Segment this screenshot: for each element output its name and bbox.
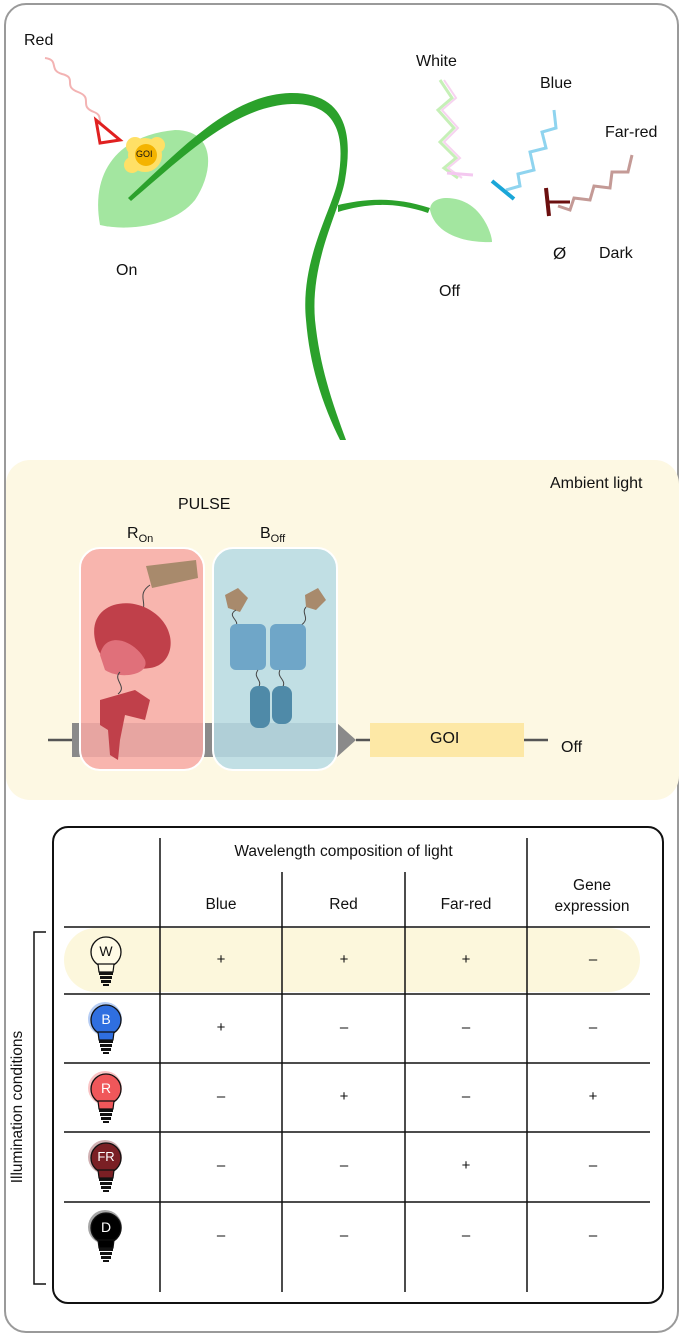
cell-white-farred: + (461, 951, 471, 968)
wavelength-header: Wavelength composition of light (234, 843, 453, 860)
empty-set-symbol: Ø (553, 244, 567, 263)
cell-dark-farred: – (461, 1227, 471, 1244)
bulb-label: R (100, 1080, 112, 1096)
r-on-label: ROn (127, 525, 154, 546)
red-light-wave (44, 57, 105, 127)
bulb-dark-icon (88, 1210, 128, 1271)
col-header-blue: Blue (205, 896, 237, 913)
cell-farred-farred: + (461, 1157, 471, 1174)
pulse-construct-illustration (48, 547, 548, 771)
cell-white-blue: + (216, 951, 226, 968)
illumination-bracket (33, 931, 46, 1285)
bulb-label: W (99, 943, 113, 959)
farred-light-label: Far-red (605, 124, 658, 141)
goi-box (370, 723, 524, 757)
b-off-protein (230, 624, 266, 670)
bulb-label: FR (97, 1149, 115, 1164)
dark-label: Dark (599, 245, 633, 262)
cell-red-blue: – (216, 1088, 226, 1105)
cell-dark-red: – (339, 1227, 349, 1244)
red-arrowhead (93, 116, 124, 145)
cell-blue-red: – (339, 1019, 349, 1036)
cell-farred-gene-expression: – (588, 1157, 598, 1174)
plant-branch (338, 199, 430, 213)
bulb-white-icon (88, 934, 128, 995)
illumination-conditions-label: Illumination conditions (9, 1030, 26, 1184)
goi-leaf-label: GOI (136, 149, 153, 159)
red-light-label: Red (24, 32, 54, 49)
pulse-label: PULSE (178, 496, 231, 513)
white-row-highlight (64, 928, 640, 992)
farred-light-wave (557, 154, 634, 212)
white-light-wave (435, 79, 459, 180)
plant-illustration (44, 57, 634, 441)
blue-light-label: Blue (540, 75, 573, 92)
bulb-label: D (100, 1219, 112, 1235)
cell-red-gene-expression: + (588, 1088, 598, 1105)
col-header-gene-expression: Gene expression (554, 877, 630, 915)
bulb-farred-icon (88, 1140, 128, 1201)
cell-blue-blue: + (216, 1019, 226, 1036)
white-light-label: White (416, 53, 457, 70)
b-off-label: BOff (260, 525, 286, 546)
cell-red-red: + (339, 1088, 349, 1105)
bulb-red-icon (88, 1071, 128, 1132)
blue-light-wave (505, 109, 558, 192)
cell-white-gene-expression: – (588, 951, 598, 968)
construct-off-label: Off (561, 739, 583, 756)
col-header-red: Red (329, 896, 358, 913)
cell-dark-blue: – (216, 1227, 226, 1244)
off-label: Off (439, 283, 461, 300)
right-leaf (430, 198, 492, 243)
illumination-table (52, 826, 664, 1304)
cell-red-farred: – (461, 1088, 471, 1105)
on-label: On (116, 262, 138, 279)
cell-farred-red: – (339, 1157, 349, 1174)
col-header-farred: Far-red (440, 896, 492, 913)
bulb-blue-icon (88, 1002, 128, 1063)
plant-stem (128, 92, 348, 441)
goi-box-label: GOI (430, 730, 460, 747)
bulb-label: B (101, 1011, 111, 1027)
cell-blue-gene-expression: – (588, 1019, 598, 1036)
cell-dark-gene-expression: – (588, 1227, 598, 1244)
cell-white-red: + (339, 951, 349, 968)
ambient-light-label: Ambient light (550, 475, 643, 492)
cell-farred-blue: – (216, 1157, 226, 1174)
cell-blue-farred: – (461, 1019, 471, 1036)
